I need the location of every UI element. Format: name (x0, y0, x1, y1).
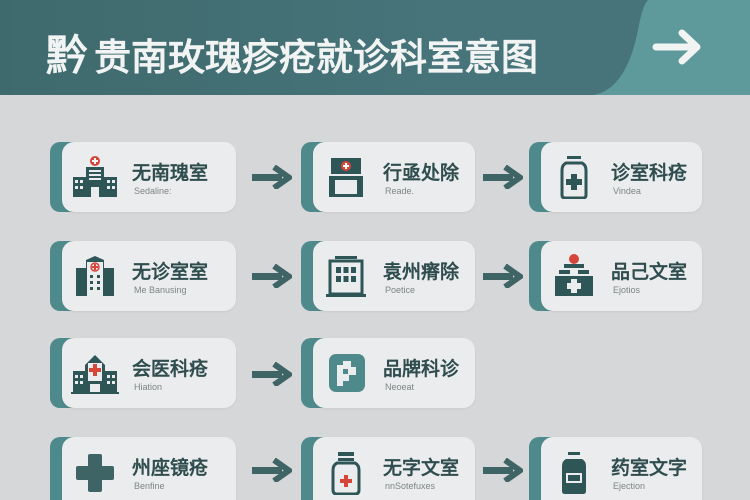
card-department[interactable]: 袁州瘠除 Poetice (301, 241, 475, 311)
card-department[interactable]: 品己文室 Ejotios (529, 241, 702, 311)
card-label: 无诊室室 (132, 261, 209, 283)
card-label: 会医科疮 (132, 358, 209, 380)
card-subtitle: Me Banusing (134, 285, 187, 295)
card-department[interactable]: 无诊室室 Me Banusing (50, 241, 236, 311)
page-title: 黔贵南玫瑰疹疮就诊科室意图 (46, 22, 538, 83)
card-subtitle: Ejection (613, 481, 646, 491)
pill-bottle-icon (562, 452, 586, 494)
title-text: 贵南玫瑰疹疮就诊科室意图 (94, 36, 539, 79)
card-subtitle: Ejotios (613, 285, 641, 295)
flow-arrow-icon (252, 165, 292, 189)
medicine-bottle-icon (560, 156, 588, 199)
title-province-char: 黔 (46, 31, 89, 80)
card-label: 州座镜疮 (132, 457, 209, 479)
card-label: 无南瑰室 (132, 162, 209, 184)
card-subtitle: Sedaline: (134, 186, 172, 196)
medicine-jar-icon (331, 452, 361, 495)
hospital-cross-icon (71, 355, 119, 394)
flow-arrow-icon (252, 458, 292, 482)
card-subtitle: Benfine (134, 481, 165, 491)
arrow-right-icon[interactable] (652, 27, 704, 67)
first-aid-kit-icon (555, 254, 593, 296)
flow-arrow-icon (483, 264, 523, 288)
flow-arrow-icon (483, 458, 523, 482)
card-department[interactable]: 药室文字 Ejection (529, 437, 702, 500)
card-department[interactable]: 无字文室 nnSotefuxes (301, 437, 475, 500)
card-label: 行亟处除 (383, 162, 460, 184)
card-subtitle: Neoeat (385, 382, 415, 392)
card-label: 药室文字 (611, 457, 688, 479)
pharmacy-logo-icon (329, 354, 365, 392)
flow-arrow-icon (252, 264, 292, 288)
card-body (541, 142, 702, 212)
card-subtitle: Poetice (385, 285, 416, 295)
flow-arrow-icon (483, 165, 523, 189)
card-subtitle: Vindea (613, 186, 641, 196)
clinic-icon (329, 158, 363, 197)
card-department[interactable]: 行亟处除 Reade. (301, 142, 475, 212)
card-label: 袁州瘠除 (383, 261, 460, 283)
hospital-tower-icon (76, 256, 114, 296)
card-department[interactable]: 无南瑰室 Sedaline: (50, 142, 236, 212)
card-department[interactable]: 会医科疮 Hiation (50, 338, 236, 408)
card-label: 诊室科疮 (611, 162, 688, 184)
hospital-building-icon (73, 156, 117, 197)
card-subtitle: Reade. (385, 186, 415, 196)
card-label: 品己文室 (611, 261, 688, 283)
card-body (313, 437, 475, 500)
card-department[interactable]: 品牌科诊 Neoeat (301, 338, 475, 408)
card-label: 无字文室 (383, 457, 460, 479)
card-label: 品牌科诊 (383, 358, 460, 380)
medical-cross-icon (76, 454, 114, 492)
card-department[interactable]: 诊室科疮 Vindea (529, 142, 702, 212)
header-banner: 黔贵南玫瑰疹疮就诊科室意图 (0, 0, 750, 95)
flow-arrow-icon (252, 362, 292, 386)
card-subtitle: nnSotefuxes (385, 481, 436, 491)
office-building-icon (326, 256, 366, 297)
card-subtitle: Hiation (134, 382, 163, 392)
card-department[interactable]: 州座镜疮 Benfine (50, 437, 236, 500)
